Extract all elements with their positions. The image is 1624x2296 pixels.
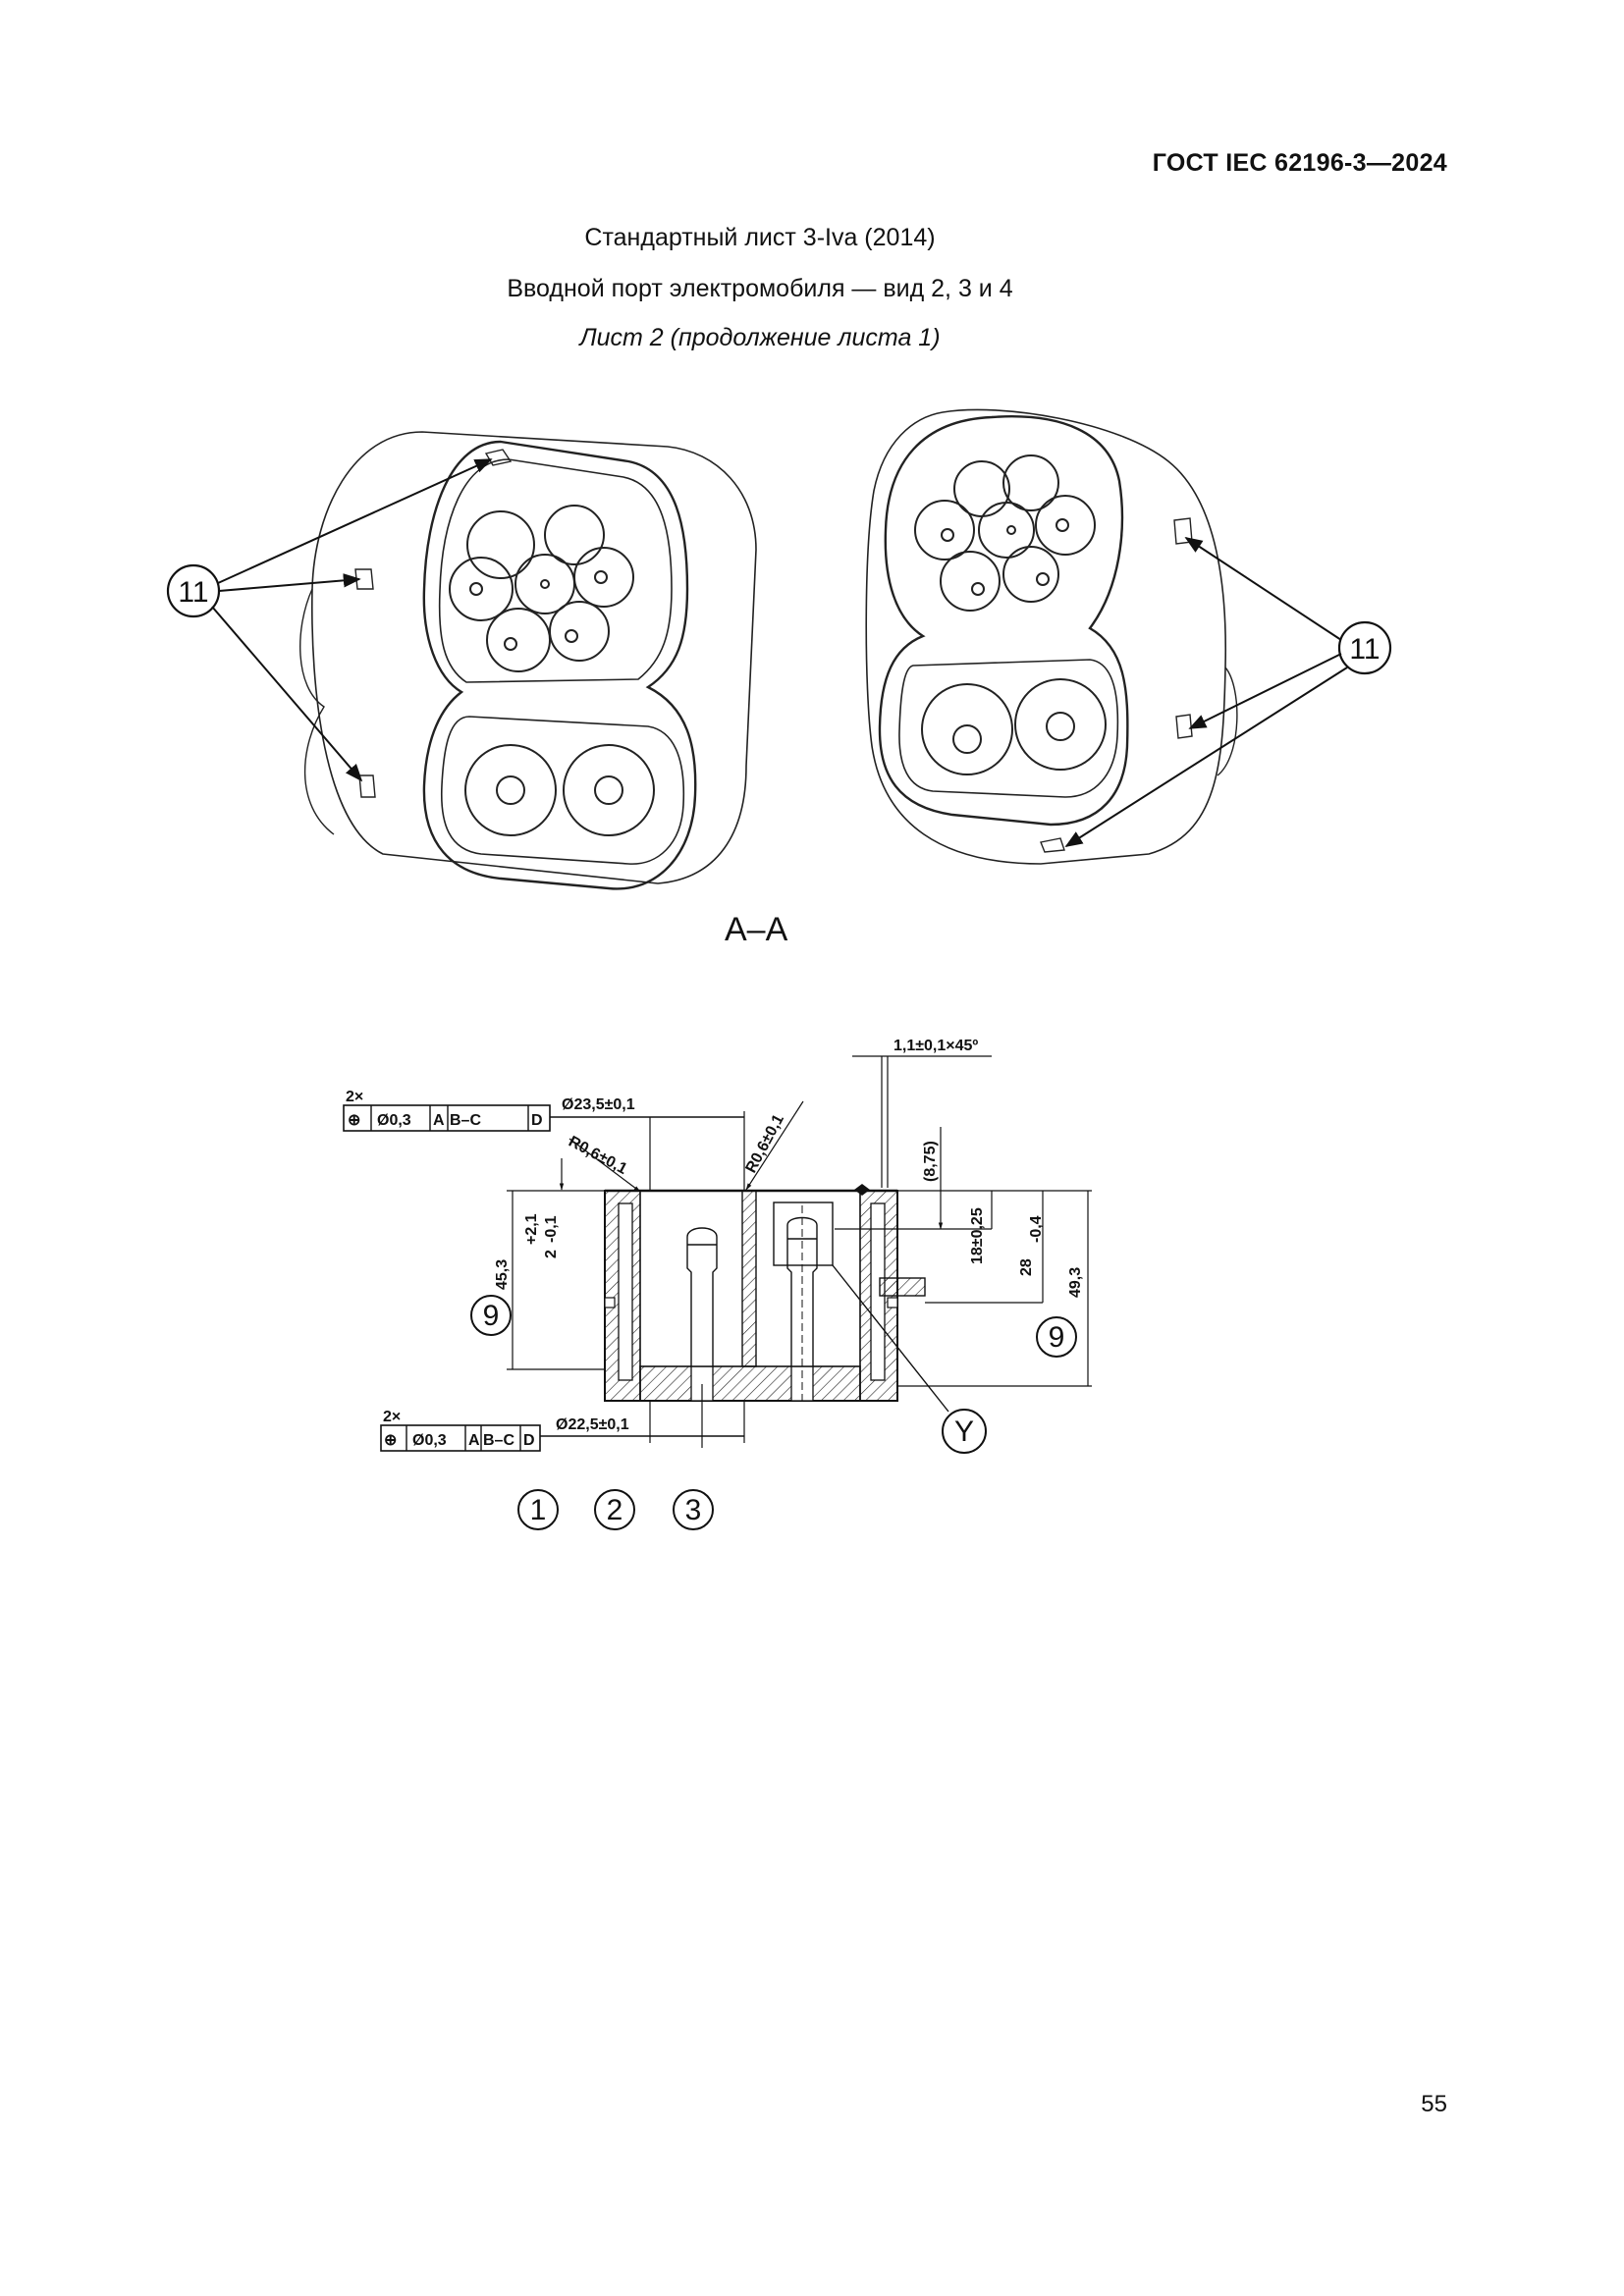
svg-text:3: 3 xyxy=(685,1494,702,1526)
svg-text:Y: Y xyxy=(954,1415,974,1448)
sheet-subtitle: Вводной порт электромобиля — вид 2, 3 и … xyxy=(507,275,1013,302)
dim-18: 18±0,25 xyxy=(835,1191,993,1264)
dim-45: 45,3 xyxy=(494,1190,605,1370)
svg-text:2: 2 xyxy=(607,1494,623,1526)
svg-text:11: 11 xyxy=(178,576,208,609)
callout-y: Y xyxy=(942,1409,987,1454)
svg-text:-0,4: -0,4 xyxy=(1028,1215,1045,1243)
svg-text:49,3: 49,3 xyxy=(1067,1267,1084,1298)
svg-text:45,3: 45,3 xyxy=(494,1259,511,1290)
inlet-view-left xyxy=(299,431,757,890)
dim-diameter-bottom: Ø22,5±0,1 xyxy=(540,1401,745,1443)
svg-text:1,1±0,1×45º: 1,1±0,1×45º xyxy=(893,1038,978,1054)
dim-28: 28 -0,4 xyxy=(925,1191,1045,1304)
svg-text:1: 1 xyxy=(530,1494,547,1526)
section-label: A–A xyxy=(725,911,788,948)
inlet-view-right xyxy=(865,408,1238,865)
svg-text:9: 9 xyxy=(483,1300,500,1332)
standard-number: ГОСТ IEC 62196-3—2024 xyxy=(1152,149,1447,177)
callout-9-left: 9 xyxy=(470,1295,512,1336)
svg-text:⊕: ⊕ xyxy=(384,1432,397,1449)
svg-text:A: A xyxy=(433,1112,445,1129)
tolerance-frame-bottom: 2× ⊕ Ø0,3 A B–C D xyxy=(380,1409,541,1452)
callout-3: 3 xyxy=(673,1489,714,1530)
svg-text:Ø0,3: Ø0,3 xyxy=(412,1432,447,1449)
svg-text:18±0,25: 18±0,25 xyxy=(969,1207,986,1264)
svg-text:B–C: B–C xyxy=(450,1112,481,1129)
section-drawing xyxy=(604,1189,949,1448)
svg-text:(8,75): (8,75) xyxy=(922,1141,939,1182)
svg-text:9: 9 xyxy=(1049,1321,1065,1354)
callout-11-right: 11 xyxy=(1064,537,1392,847)
svg-text:11: 11 xyxy=(1349,633,1380,666)
svg-text:+2,1: +2,1 xyxy=(523,1213,540,1245)
svg-text:⊕: ⊕ xyxy=(348,1112,360,1129)
callout-9-right: 9 xyxy=(1036,1316,1077,1358)
svg-text:Ø0,3: Ø0,3 xyxy=(377,1112,411,1129)
dim-diameter-top: Ø23,5±0,1 xyxy=(550,1096,745,1190)
dim-radius-right: R0,6±0,1 xyxy=(743,1100,804,1191)
svg-text:B–C: B–C xyxy=(483,1432,514,1449)
svg-text:D: D xyxy=(531,1112,543,1129)
tolerance-frame-top: 2× ⊕ Ø0,3 A B–C D xyxy=(343,1089,551,1132)
svg-text:2×: 2× xyxy=(383,1409,401,1425)
page-number: 55 xyxy=(1421,2091,1447,2117)
svg-text:-0,1: -0,1 xyxy=(543,1215,560,1243)
svg-text:2: 2 xyxy=(543,1250,560,1258)
dim-875: (8,75) xyxy=(922,1127,944,1230)
callout-1: 1 xyxy=(517,1489,559,1530)
svg-text:R0,6±0,1: R0,6±0,1 xyxy=(566,1134,629,1178)
dim-49: 49,3 xyxy=(897,1190,1092,1387)
sheet-continuation: Лист 2 (продолжение листа 1) xyxy=(579,324,941,351)
sheet-title: Стандартный лист 3-Iva (2014) xyxy=(584,224,936,251)
svg-text:Ø22,5±0,1: Ø22,5±0,1 xyxy=(556,1416,629,1433)
svg-text:28: 28 xyxy=(1018,1258,1035,1276)
callout-2: 2 xyxy=(594,1489,635,1530)
svg-text:A: A xyxy=(468,1432,480,1449)
svg-text:Ø23,5±0,1: Ø23,5±0,1 xyxy=(562,1096,635,1113)
svg-text:R0,6±0,1: R0,6±0,1 xyxy=(743,1112,787,1176)
dim-chamfer: 1,1±0,1×45º xyxy=(852,1038,992,1196)
svg-text:2×: 2× xyxy=(346,1089,363,1105)
dim-radius-left: R0,6±0,1 xyxy=(566,1134,641,1193)
svg-text:D: D xyxy=(523,1432,535,1449)
dim-2: 2 +2,1 -0,1 xyxy=(523,1158,565,1258)
callout-11-left: 11 xyxy=(166,458,493,782)
